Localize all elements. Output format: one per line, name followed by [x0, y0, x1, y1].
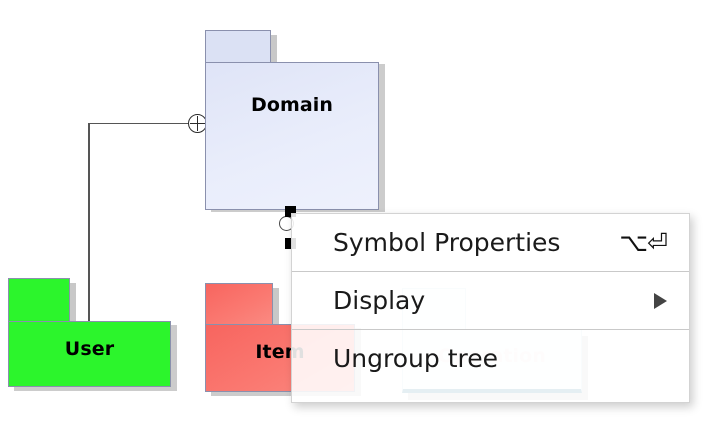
- package-label: Domain: [250, 94, 334, 116]
- package-label: User: [64, 338, 115, 360]
- selection-handle[interactable]: [285, 238, 296, 249]
- package-body: Domain: [205, 62, 379, 210]
- menu-item-shortcut: ⌥⏎: [619, 228, 668, 257]
- menu-item-symbol-properties[interactable]: Symbol Properties ⌥⏎: [292, 214, 689, 271]
- edge-horizontal-segment: [88, 122, 196, 125]
- chevron-right-icon: [654, 292, 667, 309]
- menu-separator: [292, 329, 689, 330]
- package-tab: [205, 30, 271, 64]
- package-tab: [205, 283, 273, 325]
- package-body: User: [8, 321, 171, 387]
- menu-item-label: Ungroup tree: [333, 344, 498, 373]
- package-node-domain[interactable]: Domain: [205, 30, 385, 215]
- menu-item-display[interactable]: Display: [292, 272, 689, 329]
- menu-item-label: Display: [333, 286, 426, 315]
- menu-item-label: Symbol Properties: [333, 228, 561, 257]
- menu-item-ungroup-tree[interactable]: Ungroup tree: [292, 330, 689, 387]
- package-tab: [8, 278, 70, 322]
- context-menu[interactable]: Symbol Properties ⌥⏎ Display Ungroup tre…: [291, 213, 690, 403]
- package-node-user[interactable]: User: [8, 278, 177, 391]
- menu-separator: [292, 271, 689, 272]
- edge-vertical-segment: [88, 122, 90, 327]
- selection-handle[interactable]: [285, 206, 296, 217]
